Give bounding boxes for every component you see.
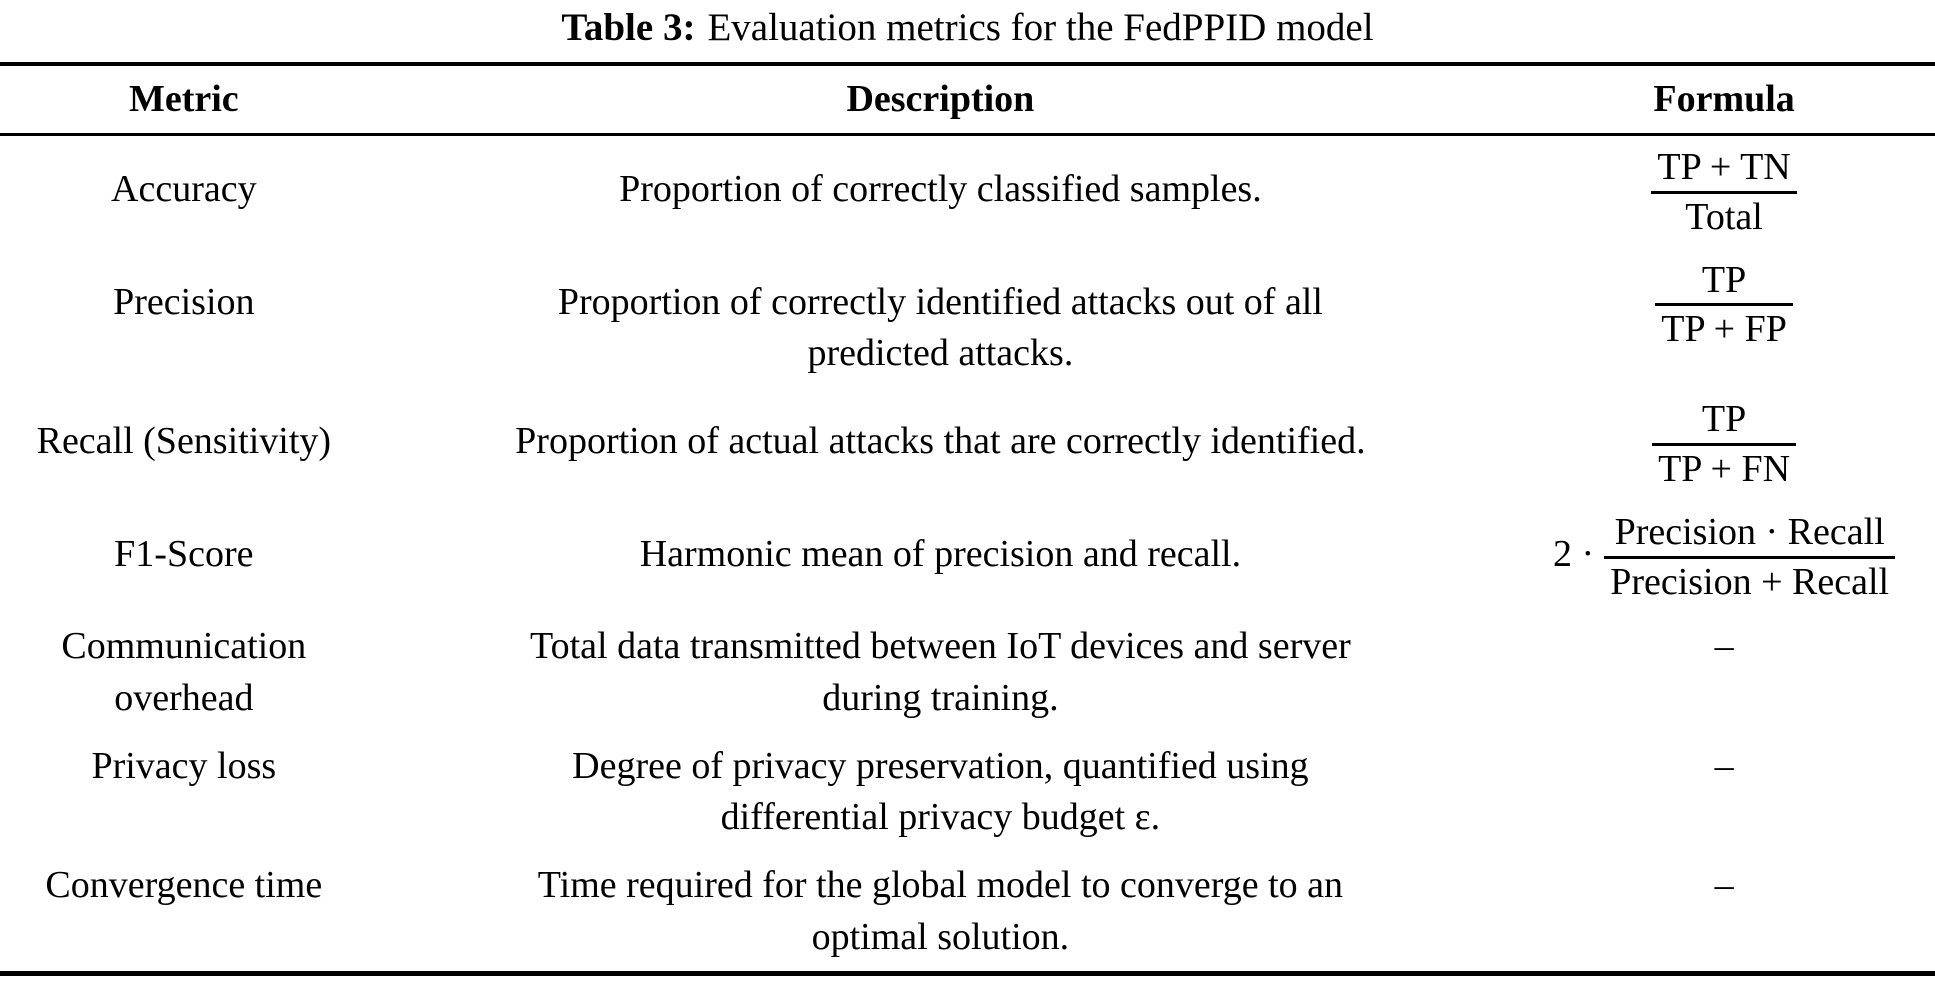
table-row-precision: Precision Proportion of correctly identi… xyxy=(0,249,1935,388)
fraction-numerator: Precision · Recall xyxy=(1614,510,1885,553)
table-caption-text: Evaluation metrics for the FedPPID model xyxy=(707,6,1374,49)
fraction: Precision · Recall Precision + Recall xyxy=(1604,509,1896,606)
fraction-numerator: TP xyxy=(1701,398,1747,441)
description-cell: Proportion of actual attacks that are co… xyxy=(515,420,1366,463)
metric-cell: Precision xyxy=(113,280,255,323)
fraction-denominator: TP + FP xyxy=(1655,303,1793,353)
formula-cell: TP TP + FN xyxy=(1513,388,1935,501)
formula-cell: TP + TN Total xyxy=(1513,135,1935,249)
fraction: TP TP + FN xyxy=(1652,396,1797,493)
description-cell: Proportion of correctly classified sampl… xyxy=(619,168,1262,211)
metric-cell: Privacy loss xyxy=(91,744,277,787)
metric-cell: Communication overhead xyxy=(61,625,307,720)
header-description: Description xyxy=(846,78,1035,120)
no-formula-dash: – xyxy=(1714,864,1734,907)
fraction-denominator: Precision + Recall xyxy=(1604,555,1896,606)
no-formula-dash: – xyxy=(1714,744,1734,787)
formula-cell: – xyxy=(1513,613,1935,732)
fraction-denominator: Total xyxy=(1651,190,1797,241)
fraction-numerator: TP xyxy=(1701,258,1747,301)
table-row-accuracy: Accuracy Proportion of correctly classif… xyxy=(0,135,1935,249)
table-header-row: Metric Description Formula xyxy=(0,64,1935,135)
table-caption-label: Table 3: xyxy=(561,6,696,49)
fraction-numerator: TP + TN xyxy=(1657,146,1791,188)
formula-cell: – xyxy=(1513,733,1935,852)
description-cell: Total data transmitted between IoT devic… xyxy=(530,625,1351,720)
table-row-privacy-loss: Privacy loss Degree of privacy preservat… xyxy=(0,733,1935,852)
metric-cell: Accuracy xyxy=(111,168,257,211)
fraction-prefix: 2 · xyxy=(1553,532,1595,575)
description-cell: Proportion of correctly identified attac… xyxy=(557,280,1323,375)
table-caption: Table 3: Evaluation metrics for the FedPP… xyxy=(0,4,1935,52)
evaluation-metrics-table: Metric Description Formula Accuracy Prop… xyxy=(0,62,1935,976)
header-formula: Formula xyxy=(1653,78,1795,120)
metric-cell: Recall (Sensitivity) xyxy=(36,420,332,463)
no-formula-dash: – xyxy=(1714,625,1734,668)
fraction: TP TP + FP xyxy=(1655,257,1793,354)
table-row-recall: Recall (Sensitivity) Proportion of actua… xyxy=(0,388,1935,501)
formula-cell: – xyxy=(1513,852,1935,974)
metric-cell: Convergence time xyxy=(45,864,323,907)
description-cell: Degree of privacy preservation, quantifi… xyxy=(572,744,1309,839)
table-row-communication-overhead: Communication overhead Total data transm… xyxy=(0,613,1935,732)
table-row-convergence-time: Convergence time Time required for the g… xyxy=(0,852,1935,974)
metric-cell: F1-Score xyxy=(114,532,254,575)
fraction-denominator: TP + FN xyxy=(1652,442,1797,493)
header-metric: Metric xyxy=(128,78,239,120)
description-cell: Time required for the global model to co… xyxy=(537,864,1343,958)
table-row-f1-score: F1-Score Harmonic mean of precision and … xyxy=(0,501,1935,614)
formula-cell: 2 · Precision · Recall Precision + Recal… xyxy=(1513,501,1935,614)
description-cell: Harmonic mean of precision and recall. xyxy=(639,532,1242,575)
formula-cell: TP TP + FP xyxy=(1513,249,1935,388)
fraction: TP + TN Total xyxy=(1651,144,1797,241)
